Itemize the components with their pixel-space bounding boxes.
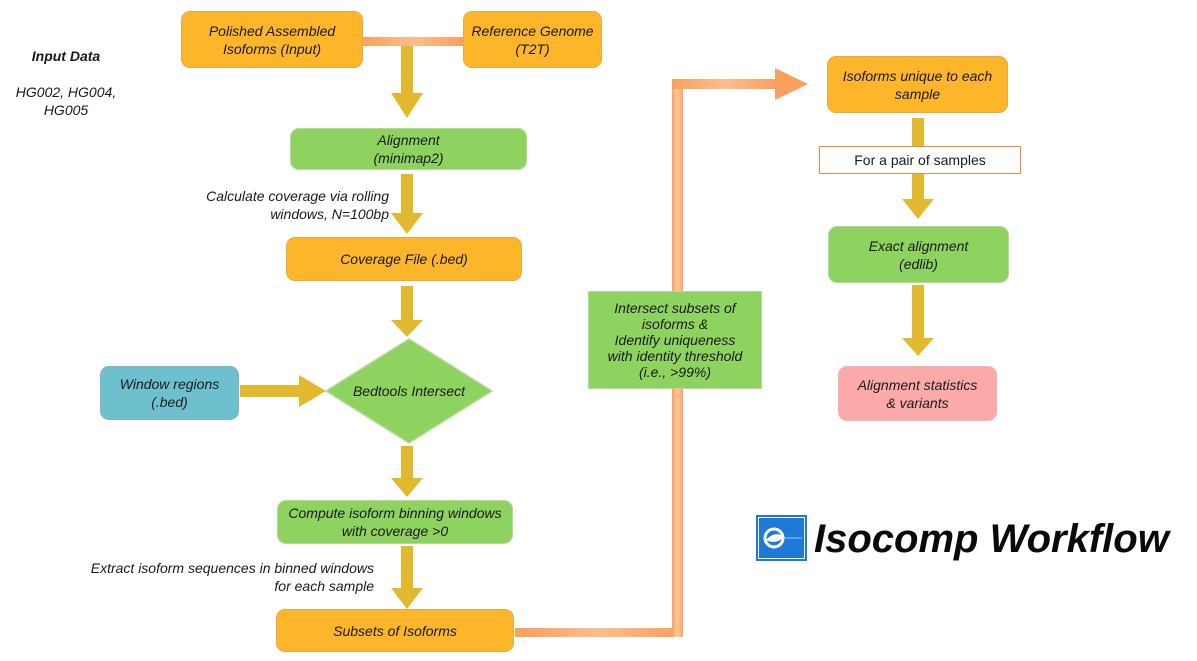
pair-of-samples-box: For a pair of samples [819, 146, 1021, 174]
coverage-file-node: Coverage File (.bed) [286, 237, 522, 281]
arrow-input-to-alignment [391, 46, 423, 118]
compute-windows-node: Compute isoform binning windows with cov… [277, 500, 513, 544]
bedtools-diamond [324, 338, 494, 444]
bedtools-intersect-label: Bedtools Intersect [352, 383, 466, 399]
input-data-label: Input Data HG002, HG004, HG005 [6, 29, 126, 137]
isocomp-logo-icon [756, 515, 807, 561]
input-data-samples: HG002, HG004, HG005 [15, 84, 117, 118]
arrow-compute-to-subsets [391, 546, 423, 609]
connector-arrowhead [775, 68, 808, 100]
alignment-node: Alignment (minimap2) [290, 128, 527, 170]
arrow-unique-to-pair [912, 118, 924, 148]
arrow-bedtools-to-compute [391, 446, 423, 497]
connector-horizontal-bottom [515, 628, 683, 637]
input-data-heading: Input Data [31, 48, 101, 64]
polished-isoforms-node: Polished Assembled Isoforms (Input) [181, 11, 363, 68]
subsets-isoforms-node: Subsets of Isoforms [276, 609, 514, 652]
window-regions-node: Window regions (.bed) [100, 366, 239, 420]
coverage-calc-annotation: Calculate coverage via rolling windows, … [206, 188, 389, 222]
connector-horizontal-top [672, 79, 777, 89]
reference-genome-node: Reference Genome (T2T) [463, 11, 602, 68]
alignment-stats-node: Alignment statistics & variants [838, 366, 997, 421]
arrow-coverage-to-bedtools [391, 286, 423, 337]
exact-alignment-node: Exact alignment (edlib) [828, 226, 1009, 283]
intersect-subsets-node: Intersect subsets of isoforms & Identify… [588, 291, 762, 389]
unique-isoforms-node: Isoforms unique to each sample [827, 56, 1008, 113]
input-reference-connector [362, 37, 464, 46]
extract-sequences-annotation: Extract isoform sequences in binned wind… [90, 560, 374, 594]
down-arrows [240, 46, 934, 609]
arrow-exact-to-stats [902, 285, 934, 356]
arrow-window-to-bedtools [240, 375, 326, 407]
arrow-pair-to-exact [902, 174, 934, 219]
workflow-title: Isocomp Workflow [814, 517, 1169, 561]
arrow-alignment-to-coverage [391, 174, 423, 234]
